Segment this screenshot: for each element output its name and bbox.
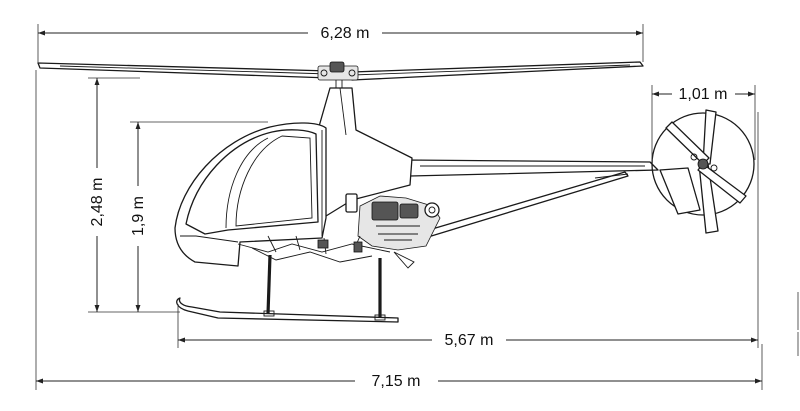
tail-rotor-diameter-label: 1,01 m (679, 86, 728, 103)
tail-boom (387, 159, 659, 249)
main-rotor-blade (37, 61, 644, 81)
engine (357, 195, 441, 269)
total-height-label: 2,48 m (89, 178, 106, 227)
overall-length-label: 7,15 m (372, 373, 421, 390)
pylon (317, 87, 413, 217)
tail-rotor (651, 109, 755, 234)
fuselage-height-label: 1,9 m (130, 196, 147, 236)
skids (176, 254, 399, 323)
dimension-total-height: 2,48 m (88, 77, 180, 313)
helicopter (37, 61, 755, 323)
skid-length-label: 5,67 m (445, 332, 494, 349)
dimension-overall-length: 7,15 m (35, 70, 763, 390)
rotor-diameter-label: 6,28 m (321, 25, 370, 42)
dimension-fuselage-height: 1,9 m (130, 121, 268, 312)
dimension-tail-rotor-diameter: 1,01 m (651, 85, 756, 160)
dimension-rotor-diameter: 6,28 m (37, 24, 644, 64)
rotor-hub (317, 61, 359, 88)
cabin (174, 122, 327, 267)
dimension-skid-length: 5,67 m (177, 112, 759, 349)
landing-gear-frame (237, 235, 391, 263)
